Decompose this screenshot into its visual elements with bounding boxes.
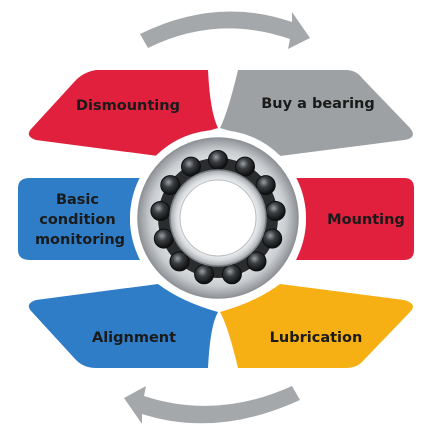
bearing-image (130, 130, 306, 306)
bearing-ball (208, 150, 228, 170)
label-mounting: Mounting (327, 212, 405, 228)
label-buy-a-bearing: Buy a bearing (261, 96, 375, 112)
bearing-ball (235, 156, 255, 177)
bearing-ball (194, 264, 215, 285)
bearing-ball (150, 201, 171, 221)
label-alignment: Alignment (92, 330, 176, 346)
bearing-ball (160, 175, 181, 196)
bearing-ball (221, 264, 242, 285)
bearing-balls (150, 150, 286, 285)
bearing-ball (265, 201, 286, 221)
top-cycle-arrow (140, 11, 310, 49)
bearing-ball (262, 228, 283, 249)
segment-basic-condition-monitoring[interactable] (18, 178, 140, 260)
segment-mounting[interactable] (296, 178, 414, 260)
bottom-cycle-arrow (124, 386, 300, 424)
label-lubrication: Lubrication (270, 330, 363, 346)
label-line-monitoring: monitoring (35, 232, 125, 248)
label-basic-condition-monitoring: Basic condition monitoring (35, 192, 125, 248)
label-line-condition: condition (39, 212, 115, 228)
bearing-bore (179, 179, 257, 257)
label-line-basic: Basic (56, 192, 99, 208)
segment-lubrication[interactable] (220, 284, 413, 368)
bearing-ball (255, 175, 276, 196)
segment-dismounting[interactable] (28, 70, 218, 156)
bearing-ball (246, 251, 267, 272)
bearing-ball (181, 156, 201, 177)
segment-buy-a-bearing[interactable] (220, 70, 413, 156)
label-dismounting: Dismounting (76, 98, 180, 114)
segment-alignment[interactable] (28, 284, 218, 368)
bearing-ball (169, 251, 190, 272)
bearing-ball (153, 228, 174, 249)
